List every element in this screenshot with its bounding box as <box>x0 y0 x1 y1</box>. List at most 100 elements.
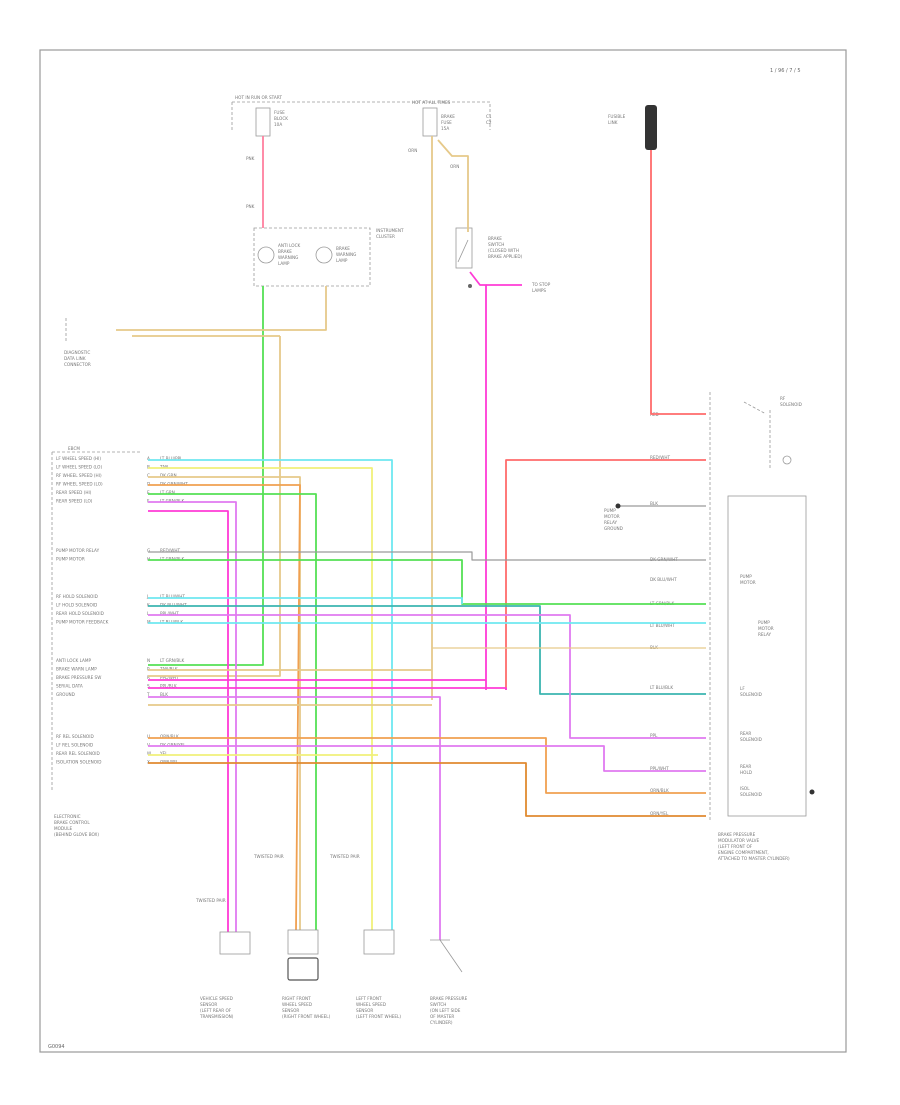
ebcm-pin-label: BRAKE PRESSURE SW <box>56 675 101 680</box>
ebcm-pin-id: D <box>147 482 150 487</box>
wire-segment <box>148 687 507 690</box>
svg-text:SENSOR: SENSOR <box>200 1002 217 1007</box>
modulator-component-label: PUMP <box>740 574 752 579</box>
modulator-wire-label: PPL/WHT <box>650 766 669 771</box>
modulator-wire-label: DK BLU/WHT <box>650 577 677 582</box>
ebcm-wire-color: ORN/BLK <box>160 734 179 739</box>
ebcm-pin-label: ISOLATION SOLENOID <box>56 760 102 765</box>
modulator-component-label: HOLD <box>740 770 752 775</box>
modulator-component-label: RF <box>780 396 786 401</box>
svg-text:BRAKE: BRAKE <box>278 249 292 254</box>
top-fuse-area: HOT IN RUN OR START HOT AT ALL TIMES FUS… <box>231 95 492 209</box>
ebcm-wire-color: LT GRN/BLK <box>160 658 185 663</box>
svg-text:BLOCK: BLOCK <box>274 116 288 121</box>
wire-segment <box>148 551 706 561</box>
svg-text:TWISTED PAIR: TWISTED PAIR <box>195 898 226 903</box>
svg-text:HOT AT ALL TIMES: HOT AT ALL TIMES <box>412 100 451 105</box>
svg-text:EBCM: EBCM <box>68 446 80 451</box>
ebcm-pin-label: RF WHEEL SPEED (LO) <box>56 482 103 487</box>
ebcm-pin-label: LF HOLD SOLENOID <box>56 603 97 608</box>
ebcm-pin-label: PUMP MOTOR FEEDBACK <box>56 620 109 625</box>
svg-text:ATTACHED TO MASTER CYLINDER): ATTACHED TO MASTER CYLINDER) <box>718 856 790 861</box>
svg-text:CYLINDER): CYLINDER) <box>430 1020 453 1025</box>
wire-segment <box>148 510 229 932</box>
ebcm-wire-color: PPL/WHT <box>160 675 179 680</box>
svg-text:LEFT FRONT: LEFT FRONT <box>356 996 382 1001</box>
ebcm-pin-label: PUMP MOTOR RELAY <box>56 548 100 553</box>
ebcm-pin-label: REAR SPEED (HI) <box>56 490 92 495</box>
ebcm-pin-labels: LF WHEEL SPEED (HI)LF WHEEL SPEED (LO)RF… <box>56 456 109 765</box>
ebcm-pin-label: SERIAL DATA <box>56 684 83 689</box>
ebcm-wire-color: BLK <box>160 692 168 697</box>
svg-text:HOT IN RUN OR START: HOT IN RUN OR START <box>235 95 282 100</box>
brake-switch: BRAKE SWITCH (CLOSED WITH BRAKE APPLIED)… <box>455 227 551 293</box>
svg-text:TRANSMISSION): TRANSMISSION) <box>199 1014 234 1019</box>
bottom-sensors: VEHICLE SPEED SENSOR (LEFT REAR OF TRANS… <box>195 854 468 1025</box>
ebcm-wire-color: DK BLU/WHT <box>160 603 187 608</box>
wire-segment <box>148 605 706 695</box>
svg-text:OF MASTER: OF MASTER <box>430 1014 454 1019</box>
ebcm-wire-color: LT BLU/PPL <box>160 456 183 461</box>
modulator-internal-labels: PUMPMOTORRFSOLENOIDPUMPMOTORRELAYLFSOLEN… <box>740 396 802 797</box>
svg-text:MODULE: MODULE <box>54 826 73 831</box>
svg-text:RIGHT FRONT: RIGHT FRONT <box>282 996 311 1001</box>
svg-text:BRAKE: BRAKE <box>441 114 455 119</box>
svg-text:(RIGHT FRONT WHEEL): (RIGHT FRONT WHEEL) <box>282 1014 331 1019</box>
svg-text:PNK: PNK <box>246 156 255 161</box>
svg-text:TWISTED PAIR: TWISTED PAIR <box>253 854 284 859</box>
ebcm-pin-label: BRAKE WARN LAMP <box>56 667 97 672</box>
wire-segment <box>469 271 487 690</box>
svg-text:ENGINE COMPARTMENT,: ENGINE COMPARTMENT, <box>718 850 769 855</box>
ground-point <box>615 503 621 509</box>
ebcm-wire-color: TAN <box>159 465 168 470</box>
ebcm-pin-label: RF REL SOLENOID <box>56 734 94 739</box>
wire-segment <box>148 762 706 817</box>
modulator-component-label: REAR <box>740 764 751 769</box>
ebcm-pin-id: W <box>147 751 151 756</box>
ebcm-pin-id: M <box>147 620 151 625</box>
svg-text:BRAKE PRESSURE: BRAKE PRESSURE <box>430 996 468 1001</box>
ebcm-wire-color: DK GRN <box>160 473 177 478</box>
ebcm-wire-color: TAN/BLK <box>159 667 178 672</box>
wire-segment <box>148 745 706 772</box>
svg-text:BRAKE: BRAKE <box>488 236 502 241</box>
svg-text:WHEEL SPEED: WHEEL SPEED <box>282 1002 312 1007</box>
modulator-component-label: MOTOR <box>740 580 756 585</box>
wire-segment <box>148 336 281 677</box>
svg-text:ORN: ORN <box>408 148 417 153</box>
footer-code: G0094 <box>48 1044 65 1050</box>
svg-text:FUSE: FUSE <box>441 120 452 125</box>
modulator-component-label: RELAY <box>758 632 772 637</box>
ebcm-wire-color: PPL/WHT <box>160 611 179 616</box>
ebcm-wire-color: PPL/BLK <box>160 684 177 689</box>
wire-segment <box>148 597 463 604</box>
svg-text:(LEFT FRONT OF: (LEFT FRONT OF <box>718 844 753 849</box>
ebcm-module: EBCM LF WHEEL SPEED (HI)LF WHEEL SPEED (… <box>51 446 188 837</box>
svg-text:C2: C2 <box>486 120 492 125</box>
modulator-component-label: LF <box>740 686 745 691</box>
svg-text:RELAY: RELAY <box>604 520 618 525</box>
ebcm-wire-color: YEL <box>159 751 168 756</box>
wire-segment <box>148 484 301 931</box>
wire-segment <box>148 501 237 932</box>
ebcm-wire-color: RED/WHT <box>160 548 180 553</box>
modulator-component-label: SOLENOID <box>780 402 802 407</box>
modulator-wire-label: LT BLU/WHT <box>650 623 675 628</box>
ebcm-pin-id: L <box>147 611 150 616</box>
ebcm-pin-id: R <box>147 675 150 680</box>
wire-segment <box>148 696 441 940</box>
svg-text:ELECTRONIC: ELECTRONIC <box>54 814 81 819</box>
diagram-frame <box>39 49 847 1053</box>
svg-text:TO STOP: TO STOP <box>531 282 551 287</box>
svg-text:VEHICLE SPEED: VEHICLE SPEED <box>200 996 233 1001</box>
ebcm-wire-color: LT GRN <box>160 490 175 495</box>
ebcm-wire-color: ORN/YEL <box>160 760 179 765</box>
svg-text:CONNECTOR: CONNECTOR <box>64 362 91 367</box>
svg-text:10A: 10A <box>274 122 282 127</box>
svg-text:WHEEL SPEED: WHEEL SPEED <box>356 1002 386 1007</box>
modulator-wire-label: RED/WHT <box>650 455 670 460</box>
svg-text:BRAKE CONTROL: BRAKE CONTROL <box>54 820 90 825</box>
